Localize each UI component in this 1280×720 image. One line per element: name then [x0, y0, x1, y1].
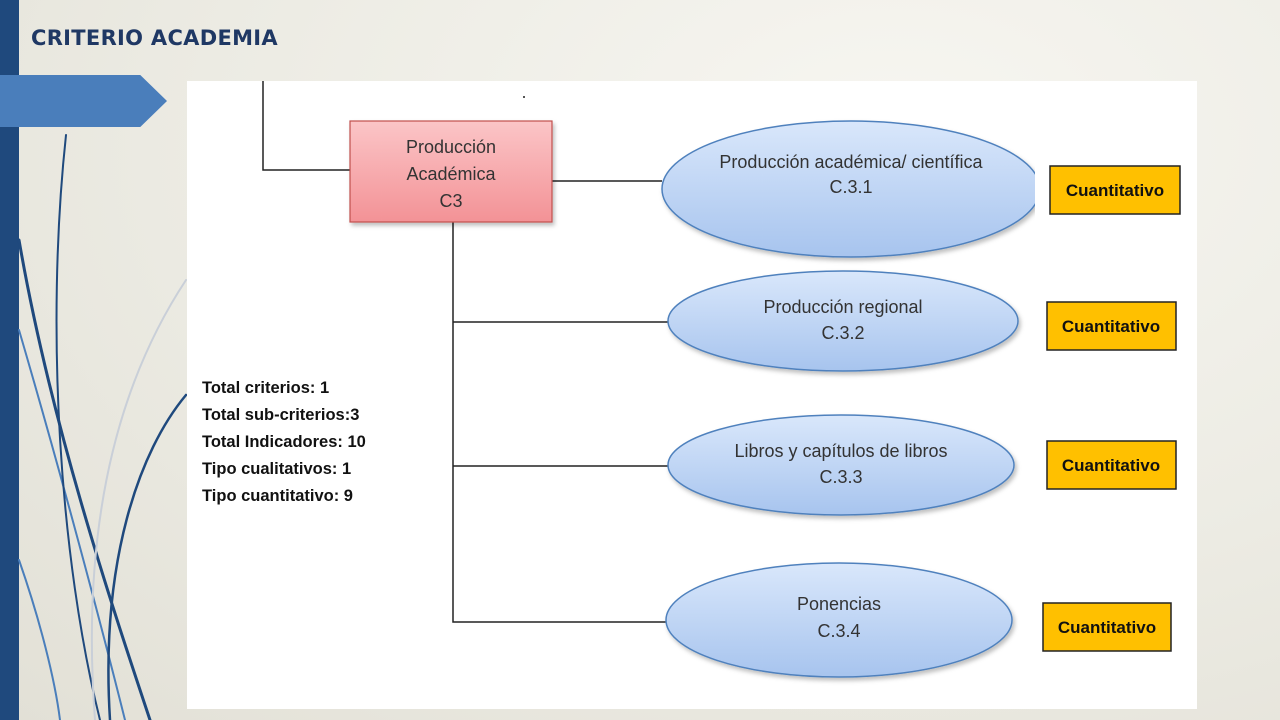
child-node-c34: Ponencias C.3.4	[665, 562, 1013, 678]
child-code: C.3.1	[829, 177, 872, 197]
child-node-c33: Libros y capítulos de libros C.3.3	[667, 414, 1015, 516]
summary-item-tipo-cualitativos: Tipo cualitativos: 1	[202, 460, 352, 478]
summary-list: Total criterios: 1 Total sub-criterios:3…	[202, 375, 366, 510]
badge-c33: Cuantitativo	[1046, 440, 1177, 490]
stray-dot	[523, 96, 525, 98]
child-node-c31: Producción académica/ científica C.3.1	[661, 110, 1049, 270]
child-name: Libros y capítulos de libros	[734, 441, 947, 461]
arrow-tab	[0, 75, 167, 127]
badge-label: Cuantitativo	[1066, 181, 1164, 200]
summary-item-total-criterios: Total criterios: 1	[202, 379, 330, 397]
child-name: Ponencias	[797, 594, 881, 614]
summary-item-total-indicadores: Total Indicadores: 10	[202, 433, 366, 451]
connector-lines	[262, 81, 668, 623]
slide-title: CRITERIO ACADEMIA	[31, 26, 278, 50]
summary-item-total-sub-criterios: Total sub-criterios:3	[202, 406, 360, 424]
badge-label: Cuantitativo	[1062, 317, 1160, 336]
root-label-line2: Académica	[406, 164, 496, 184]
child-name: Producción regional	[763, 297, 922, 317]
child-code: C.3.2	[821, 323, 864, 343]
root-node: Producción Académica C3	[349, 120, 553, 223]
badge-c34: Cuantitativo	[1042, 602, 1172, 652]
decorative-curves	[17, 134, 188, 720]
child-name: Producción académica/ científica	[719, 152, 983, 172]
child-code: C.3.3	[819, 467, 862, 487]
badge-c31: Cuantitativo	[1049, 165, 1181, 215]
badge-label: Cuantitativo	[1062, 456, 1160, 475]
child-node-c32: Producción regional C.3.2	[667, 270, 1019, 372]
root-label-line3: C3	[439, 191, 462, 211]
left-accent-bar	[0, 0, 19, 720]
badge-label: Cuantitativo	[1058, 618, 1156, 637]
summary-item-tipo-cuantitativo: Tipo cuantitativo: 9	[202, 487, 353, 505]
child-code: C.3.4	[817, 621, 860, 641]
badge-c32: Cuantitativo	[1046, 301, 1177, 351]
root-label-line1: Producción	[406, 137, 496, 157]
